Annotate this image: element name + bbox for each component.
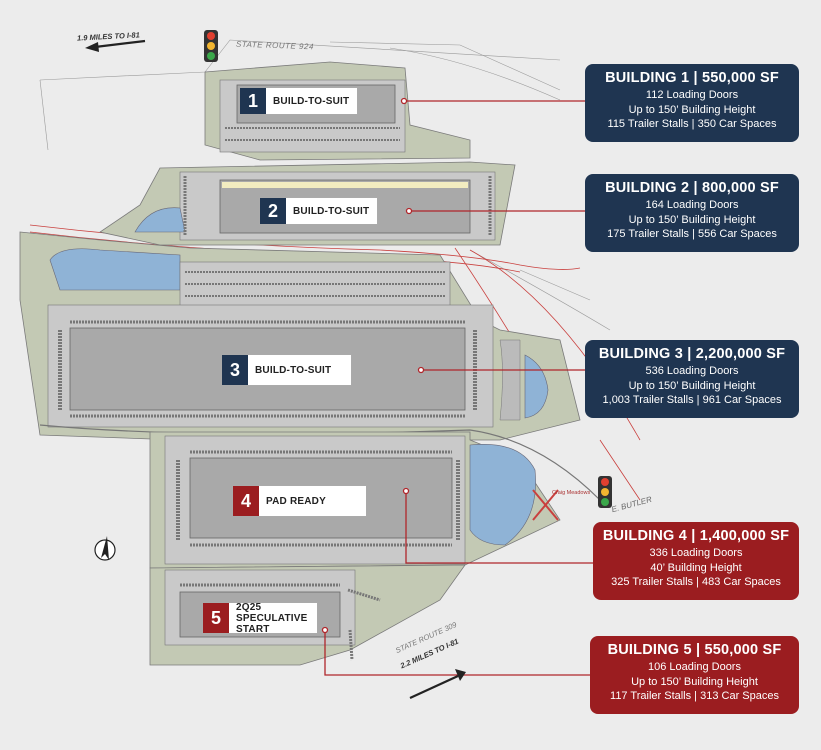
building-number-badge: 5 [203, 603, 229, 633]
trailer-car-spaces: 115 Trailer Stalls | 350 Car Spaces [607, 118, 777, 130]
loading-doors: 164 Loading Doors [645, 199, 739, 211]
status-line: SPECULATIVE [236, 612, 308, 624]
building-height: Up to 150’ Building Height [631, 675, 758, 688]
building-number-badge: 3 [222, 355, 248, 385]
building-title: BUILDING 5 | 550,000 SF [607, 642, 782, 658]
traffic-light-icon [204, 30, 218, 62]
building-3-label: 3 BUILD-TO-SUIT [222, 355, 352, 385]
building-title: BUILDING 2 | 800,000 SF [605, 180, 779, 196]
craig-meadows-x [532, 489, 559, 521]
building-height: Up to 150’ Building Height [628, 213, 756, 226]
building-title: BUILDING 4 | 1,400,000 SF [602, 528, 790, 544]
building-title: BUILDING 3 | 2,200,000 SF [598, 346, 786, 362]
building-number-badge: 1 [240, 88, 266, 114]
loading-doors: 112 Loading Doors [645, 89, 739, 101]
building-3-info-box: BUILDING 3 | 2,200,000 SF 536 Loading Do… [585, 340, 799, 418]
status-line: 2Q25 [236, 601, 262, 613]
arrow-down-right-icon [409, 669, 466, 699]
building-height: 40’ Building Height [650, 561, 742, 574]
building-status-text: BUILD-TO-SUIT [255, 364, 332, 376]
building-1-label: 1 BUILD-TO-SUIT [240, 88, 358, 114]
loading-doors: 336 Loading Doors [649, 547, 743, 559]
building-number-badge: 2 [260, 198, 286, 224]
trailer-car-spaces: 117 Trailer Stalls | 313 Car Spaces [610, 690, 779, 702]
building-1-info-box: BUILDING 1 | 550,000 SF 112 Loading Door… [585, 64, 799, 142]
leader-lines [321, 97, 593, 676]
building-status-text: BUILD-TO-SUIT [293, 205, 370, 217]
building-2-label: 2 BUILD-TO-SUIT [260, 198, 378, 224]
building-status-text: 2Q25 SPECULATIVE START [229, 602, 317, 635]
arrow-left-icon [85, 39, 146, 52]
building-2-info-box: BUILDING 2 | 800,000 SF 164 Loading Door… [585, 174, 799, 252]
trailer-car-spaces: 175 Trailer Stalls | 556 Car Spaces [607, 228, 777, 240]
building-status-text: BUILD-TO-SUIT [273, 95, 350, 107]
compass-icon [94, 536, 116, 561]
building-number-badge: 4 [233, 486, 259, 516]
building-height: Up to 150’ Building Height [628, 379, 756, 392]
building-title: BUILDING 1 | 550,000 SF [605, 70, 779, 86]
traffic-light-icon [598, 476, 612, 508]
building-5-label: 5 2Q25 SPECULATIVE START [203, 602, 318, 635]
trailer-car-spaces: 325 Trailer Stalls | 483 Car Spaces [611, 576, 781, 588]
building-height: Up to 150’ Building Height [628, 103, 756, 116]
status-line: START [236, 623, 270, 635]
craig-meadows-label: Craig Meadows [552, 490, 591, 496]
loading-doors: 536 Loading Doors [645, 365, 739, 377]
building-5-info-box: BUILDING 5 | 550,000 SF 106 Loading Door… [590, 636, 799, 714]
loading-doors: 106 Loading Doors [648, 661, 741, 673]
building-status-text: PAD READY [266, 495, 326, 507]
building-4-label: 4 PAD READY [233, 486, 366, 516]
trailer-car-spaces: 1,003 Trailer Stalls | 961 Car Spaces [602, 394, 782, 406]
building-4-info-box: BUILDING 4 | 1,400,000 SF 336 Loading Do… [593, 522, 799, 600]
